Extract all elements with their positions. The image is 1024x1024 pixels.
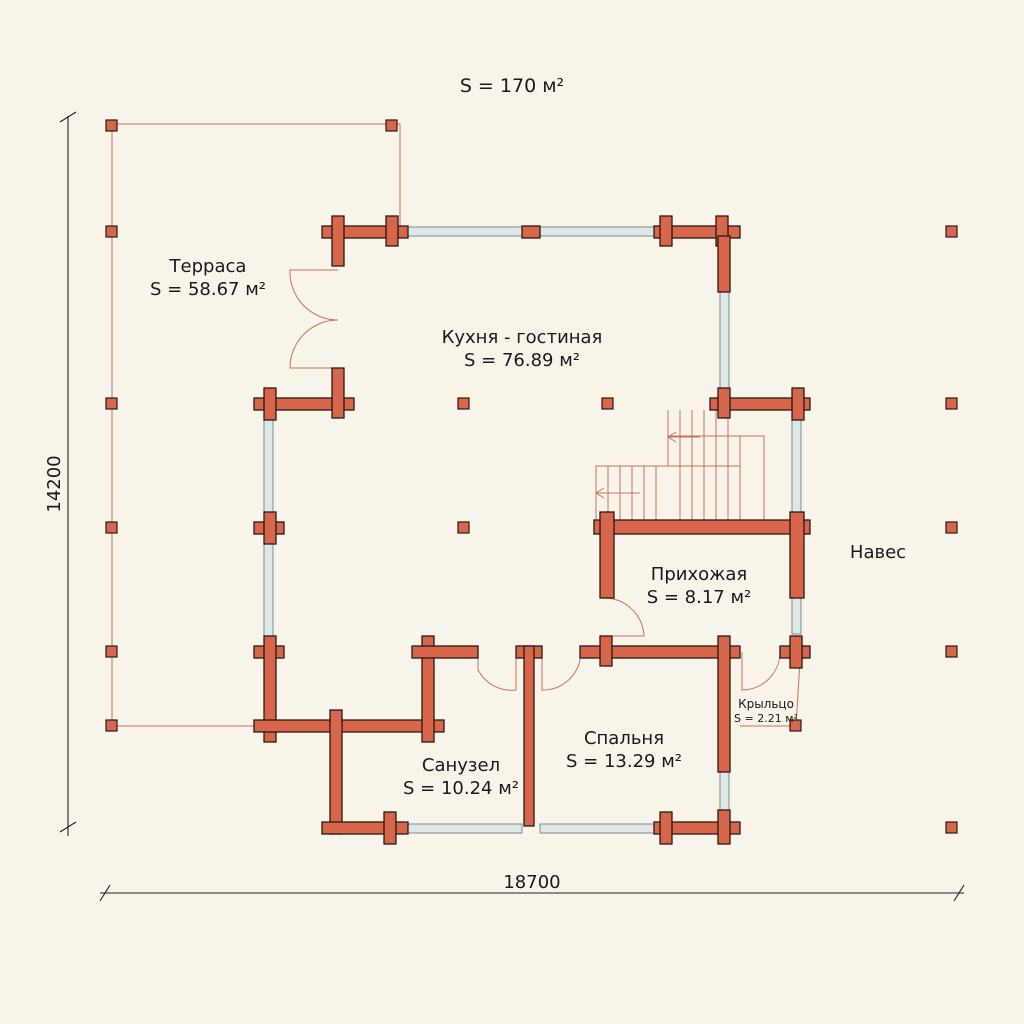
- canopy-name: Навес: [850, 542, 906, 563]
- staircase: [595, 410, 765, 523]
- columns: [105, 119, 958, 834]
- terrace-name: Терраса: [169, 256, 247, 277]
- bathroom-name: Санузел: [422, 755, 500, 776]
- door-swings: [289, 269, 781, 691]
- bedroom-area: S = 13.29 м²: [566, 751, 682, 772]
- width-dimension-line: [99, 884, 965, 902]
- bathroom-area: S = 10.24 м²: [403, 778, 519, 799]
- total-area-label: S = 170 м²: [460, 75, 564, 97]
- bedroom-name: Спальня: [584, 728, 664, 749]
- height-dimension-label: 14200: [44, 455, 65, 512]
- porch-area: S = 2.21 м²: [734, 712, 798, 725]
- walls: [253, 215, 811, 845]
- hall-area: S = 8.17 м²: [647, 587, 752, 608]
- width-dimension-label: 18700: [503, 872, 560, 893]
- hall-name: Прихожая: [651, 564, 747, 585]
- terrace-area: S = 58.67 м²: [150, 279, 266, 300]
- kitchen-area: S = 76.89 м²: [464, 350, 580, 371]
- height-dimension-line: [59, 111, 77, 836]
- terrace-outline: [111, 123, 401, 727]
- kitchen-name: Кухня - гостиная: [442, 327, 603, 348]
- porch-name: Крыльцо: [738, 697, 794, 711]
